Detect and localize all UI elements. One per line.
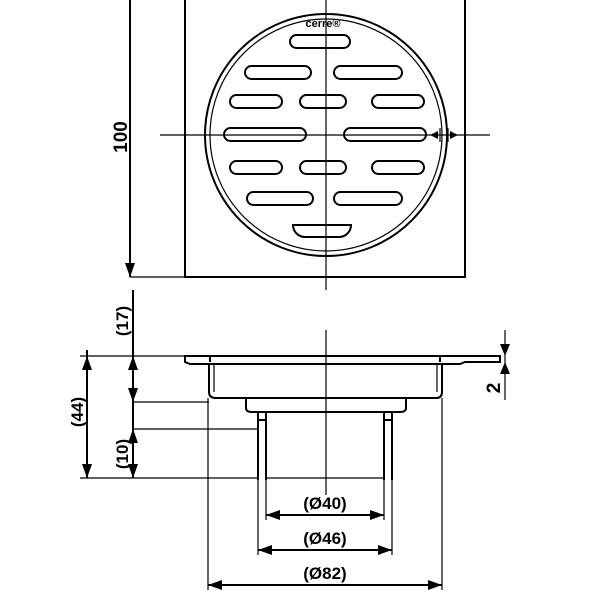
marker-arrow [450,131,458,139]
brand-label: cerre® [305,18,340,30]
dim-plate-width: 100 [111,121,132,153]
dim-diameter-outer: (Ø82) [303,564,346,583]
grate-slot [333,191,403,206]
grate-slot [371,160,425,175]
dim-outlet-height: (10) [113,439,132,469]
grate-slot [229,94,283,109]
dimension-100: 100 [111,0,185,278]
dim-rim-height: (17) [113,306,132,336]
grate-slot-half [291,224,353,238]
outlet-pipe [257,412,393,480]
grate-slot [229,160,283,175]
grate-slot [333,65,403,80]
dim-total-height: (44) [68,397,87,427]
flange [184,355,501,365]
top-view: cerre® [111,0,490,290]
dim-diameter-inner: (Ø40) [303,494,346,513]
grate-slot [371,94,425,109]
grate-slot [299,160,347,175]
grate-slot [246,191,314,206]
grate-slot [244,65,312,80]
dim-diameter-mid: (Ø46) [303,529,346,548]
edge-markers [430,128,458,142]
grate-slots [223,34,427,238]
square-plate [184,0,466,278]
dim-flange-thickness: 2 [484,383,505,394]
marker-arrow [430,131,438,139]
grate-slot [299,94,347,109]
grate-slot [289,34,351,49]
side-view: (17) (44) (10) 2 (Ø40) (Ø46) (Ø82) [68,290,510,590]
